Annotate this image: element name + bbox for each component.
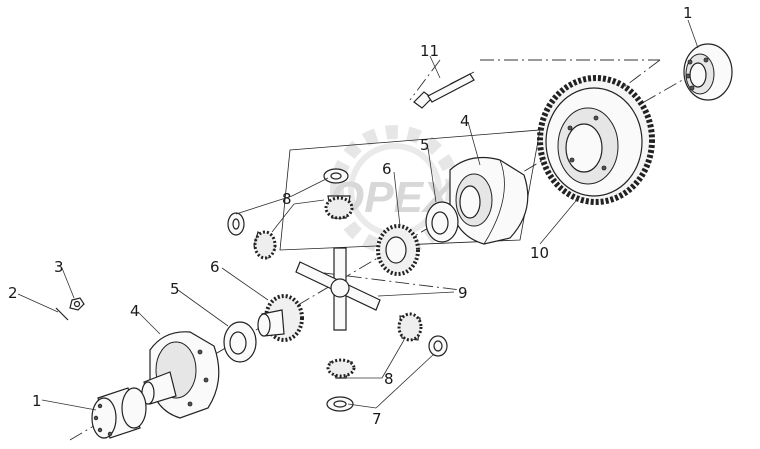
differential-case-4-upper	[449, 157, 529, 245]
callout-5-lower: 5	[170, 280, 180, 298]
thrust-washer-5-lower	[223, 321, 257, 363]
callout-9: 9	[458, 284, 468, 302]
callout-8-upper: 8	[282, 190, 292, 208]
differential-case-4-lower	[141, 331, 220, 419]
bearing-1-left	[91, 387, 147, 439]
callout-10: 10	[530, 244, 549, 262]
spider-cross-9	[295, 247, 381, 331]
side-gear-6-lower	[257, 294, 304, 342]
washer-7-top	[323, 168, 349, 184]
ring-gear-10	[537, 75, 655, 205]
pinion-gear-8-right	[397, 312, 423, 342]
callout-1-left: 1	[32, 392, 42, 410]
cotter-pin-2	[55, 307, 69, 321]
callout-7: 7	[372, 410, 382, 428]
subassembly-frame	[279, 129, 541, 251]
callout-8-lower: 8	[384, 370, 394, 388]
pinion-gear-8-left	[253, 230, 277, 260]
side-gear-6-upper	[376, 224, 420, 276]
leader-lines	[17, 19, 699, 411]
callout-1-right: 1	[683, 4, 693, 22]
callout-4-upper: 4	[460, 112, 470, 130]
thrust-washer-5-upper	[425, 201, 459, 243]
pinion-gear-8-top	[324, 195, 354, 220]
nut-3	[69, 297, 85, 311]
callout-labels: 1 1 2 3 4 4 5 5 6 6 7 8 8 9 10 11	[8, 4, 693, 428]
bolt-11	[413, 71, 475, 109]
washer-7-right	[428, 335, 448, 357]
callout-11: 11	[420, 42, 439, 60]
callout-4-lower: 4	[130, 302, 140, 320]
callout-3: 3	[54, 258, 64, 276]
callout-6-upper: 6	[382, 160, 392, 178]
washer-7-bottom	[326, 396, 354, 412]
callout-6-lower: 6	[210, 258, 220, 276]
callout-5-upper: 5	[420, 136, 430, 154]
callout-2: 2	[8, 284, 18, 302]
pinion-gear-8-bottom	[326, 358, 356, 379]
bearing-1-right	[683, 43, 733, 101]
washer-7-left	[227, 212, 245, 236]
